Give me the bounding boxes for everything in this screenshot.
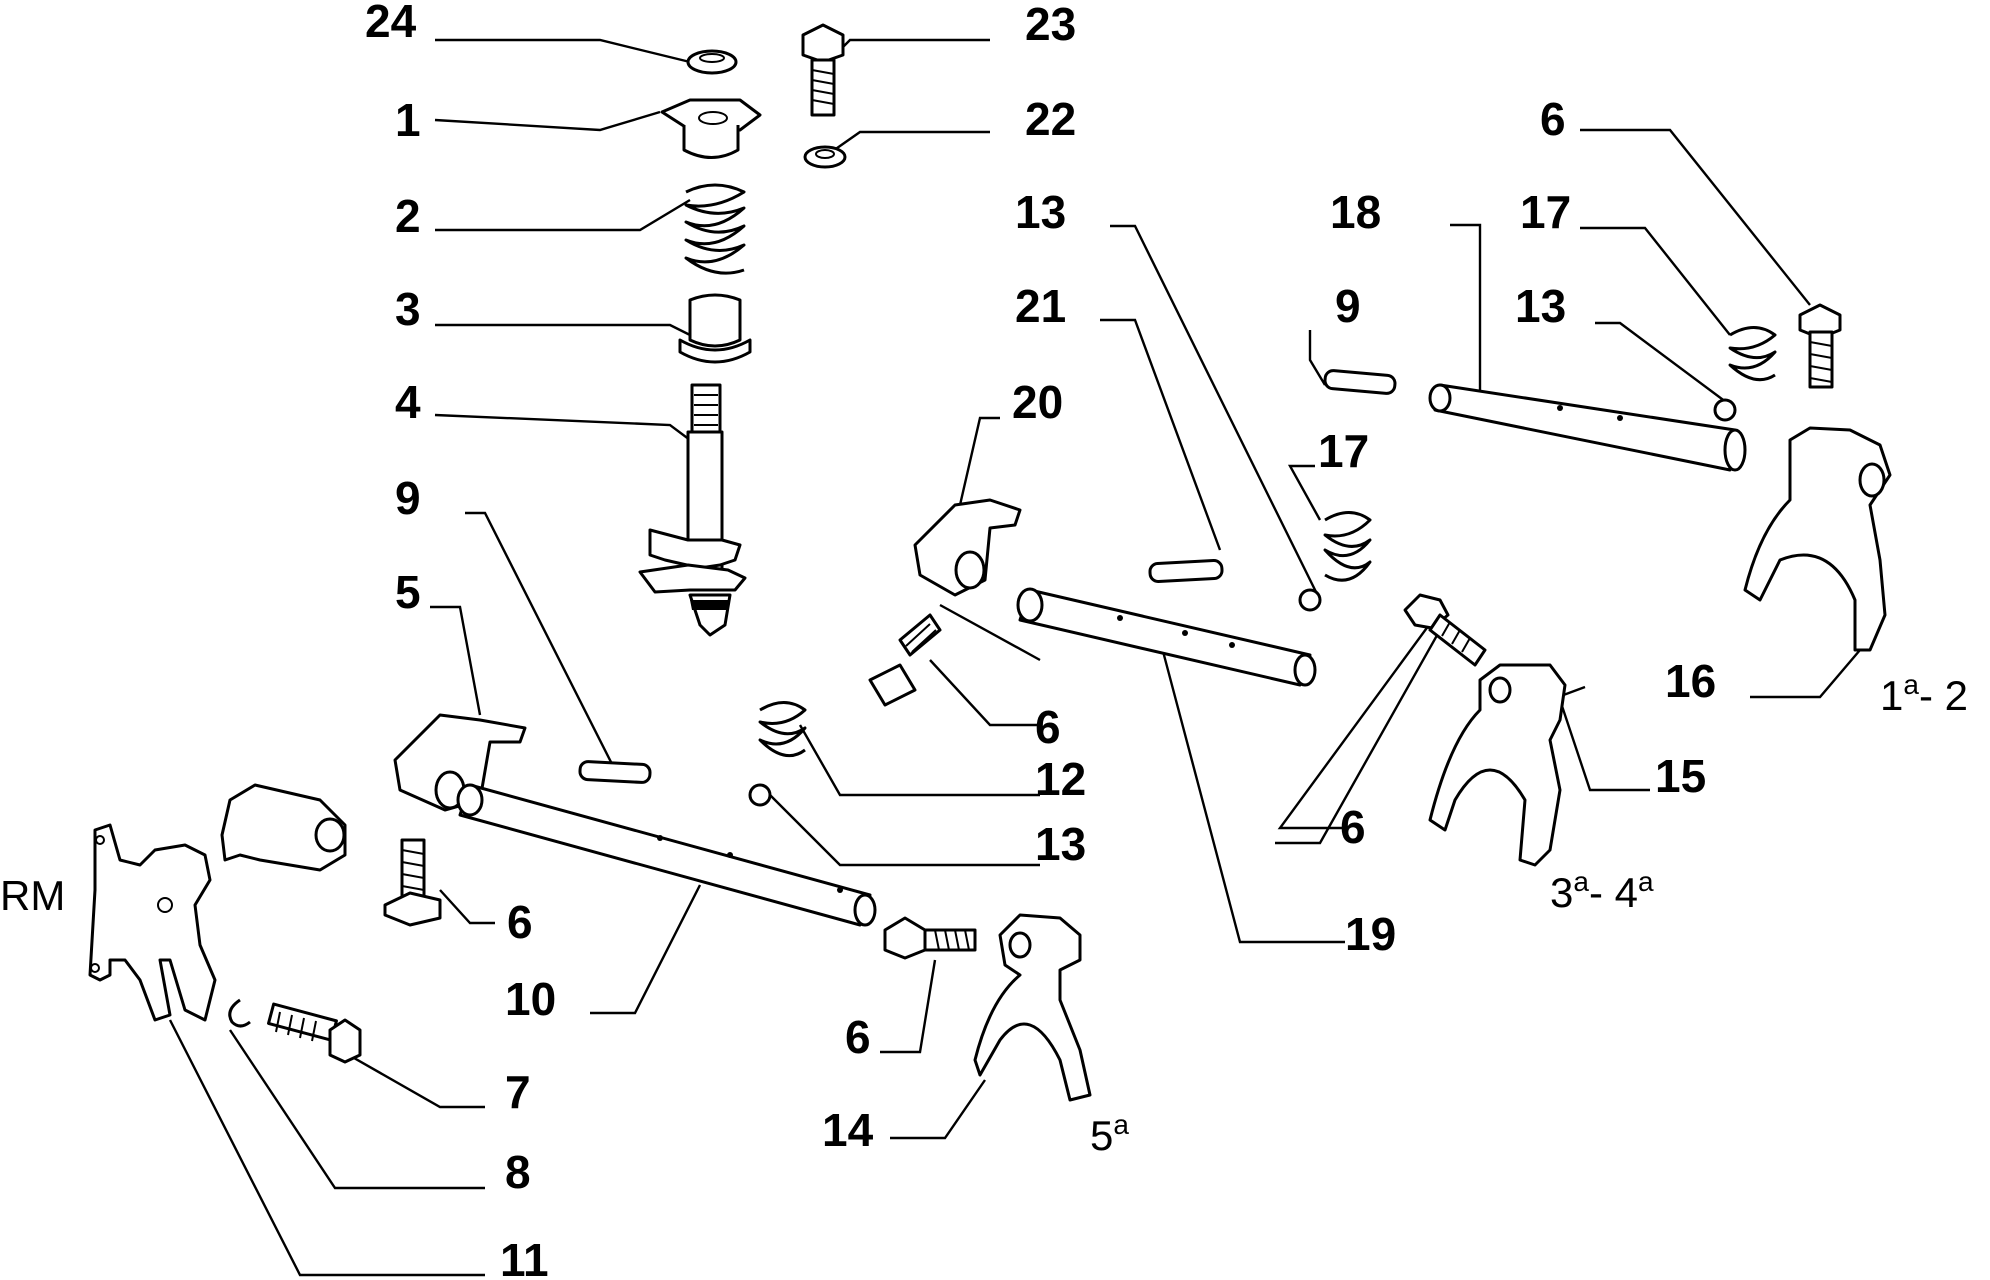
gear-labels: 5a 3a- 4a 1a- 2 (1090, 669, 1968, 1159)
callout-9-right: 9 (1335, 280, 1361, 332)
callout-23: 23 (1025, 0, 1076, 50)
callout-13-mid: 13 (1035, 818, 1086, 870)
part-2-spring (684, 183, 746, 275)
callout-8: 8 (505, 1146, 531, 1198)
part-11-reverse-bracket (88, 823, 217, 1022)
label-rm: RM (0, 872, 65, 919)
callout-13: 13 (1015, 186, 1066, 238)
callout-3: 3 (395, 283, 421, 335)
part-6-bolt-2 (383, 838, 442, 927)
part-9-pin (578, 760, 652, 784)
part-7-bolt (267, 1002, 362, 1064)
callout-6-lower: 6 (845, 1011, 871, 1063)
callout-labels: 24 1 2 3 4 9 5 23 22 13 21 20 17 6 12 13… (0, 0, 1716, 1280)
callout-7: 7 (505, 1066, 531, 1118)
callout-6-left: 6 (507, 896, 533, 948)
callout-17-right: 17 (1520, 186, 1571, 238)
callout-13-right: 13 (1515, 280, 1566, 332)
part-6-bolt (868, 613, 942, 707)
callout-6-top: 6 (1540, 93, 1566, 145)
part-17-spring-2 (1728, 326, 1777, 382)
part-13-ball-3 (1713, 398, 1737, 422)
part-20-selector-block (913, 498, 1022, 597)
callout-17: 17 (1318, 425, 1369, 477)
part-19-shaft (1016, 587, 1317, 687)
part-16-shift-fork (1743, 426, 1892, 652)
callout-9: 9 (395, 472, 421, 524)
callout-21: 21 (1015, 280, 1066, 332)
part-6-bolt-4 (1403, 593, 1487, 667)
part-22-washer (803, 145, 847, 169)
part-15-shift-fork (1428, 663, 1567, 867)
callout-16: 16 (1665, 655, 1716, 707)
part-10-shaft (456, 783, 877, 927)
gear-label-5th: 5a (1090, 1109, 1129, 1159)
leader-lines (168, 38, 1861, 1277)
gear-label-1st-2nd: 1a- 2 (1880, 669, 1968, 719)
callout-5: 5 (395, 566, 421, 618)
part-6-bolt-5 (1798, 303, 1842, 389)
gear-label-3rd-4th: 3a- 4a (1550, 866, 1654, 916)
part-rm-selector-block (220, 783, 347, 872)
callout-10: 10 (505, 973, 556, 1025)
part-24-washer (686, 49, 738, 75)
callout-4: 4 (395, 376, 421, 428)
callout-18: 18 (1330, 186, 1381, 238)
callout-11: 11 (500, 1234, 549, 1280)
callout-6: 6 (1035, 701, 1061, 753)
callout-6-right: 6 (1340, 801, 1366, 853)
callout-22: 22 (1025, 93, 1076, 145)
part-4-selector-shaft (638, 383, 747, 637)
callout-15: 15 (1655, 750, 1706, 802)
callout-14: 14 (822, 1104, 874, 1156)
part-12-spring (758, 701, 807, 758)
part-3-sleeve (678, 293, 752, 364)
part-9-pin-2 (1323, 369, 1397, 395)
part-21-pin (1148, 559, 1224, 583)
part-14-shift-fork (973, 913, 1092, 1102)
part-6-bolt-3 (883, 916, 977, 960)
callout-1: 1 (395, 94, 421, 146)
callout-19: 19 (1345, 908, 1396, 960)
part-1-cap (660, 98, 762, 159)
callout-12: 12 (1035, 753, 1086, 805)
part-13-ball-2 (748, 783, 772, 807)
callout-24: 24 (365, 0, 417, 47)
part-17-spring (1323, 511, 1372, 582)
part-18-shaft (1428, 383, 1747, 472)
part-23-bolt (801, 23, 845, 117)
part-5-selector-block (393, 713, 527, 812)
part-8-circlip (228, 998, 251, 1028)
callout-2: 2 (395, 190, 421, 242)
part-13-ball (1298, 588, 1322, 612)
callout-20: 20 (1012, 376, 1063, 428)
